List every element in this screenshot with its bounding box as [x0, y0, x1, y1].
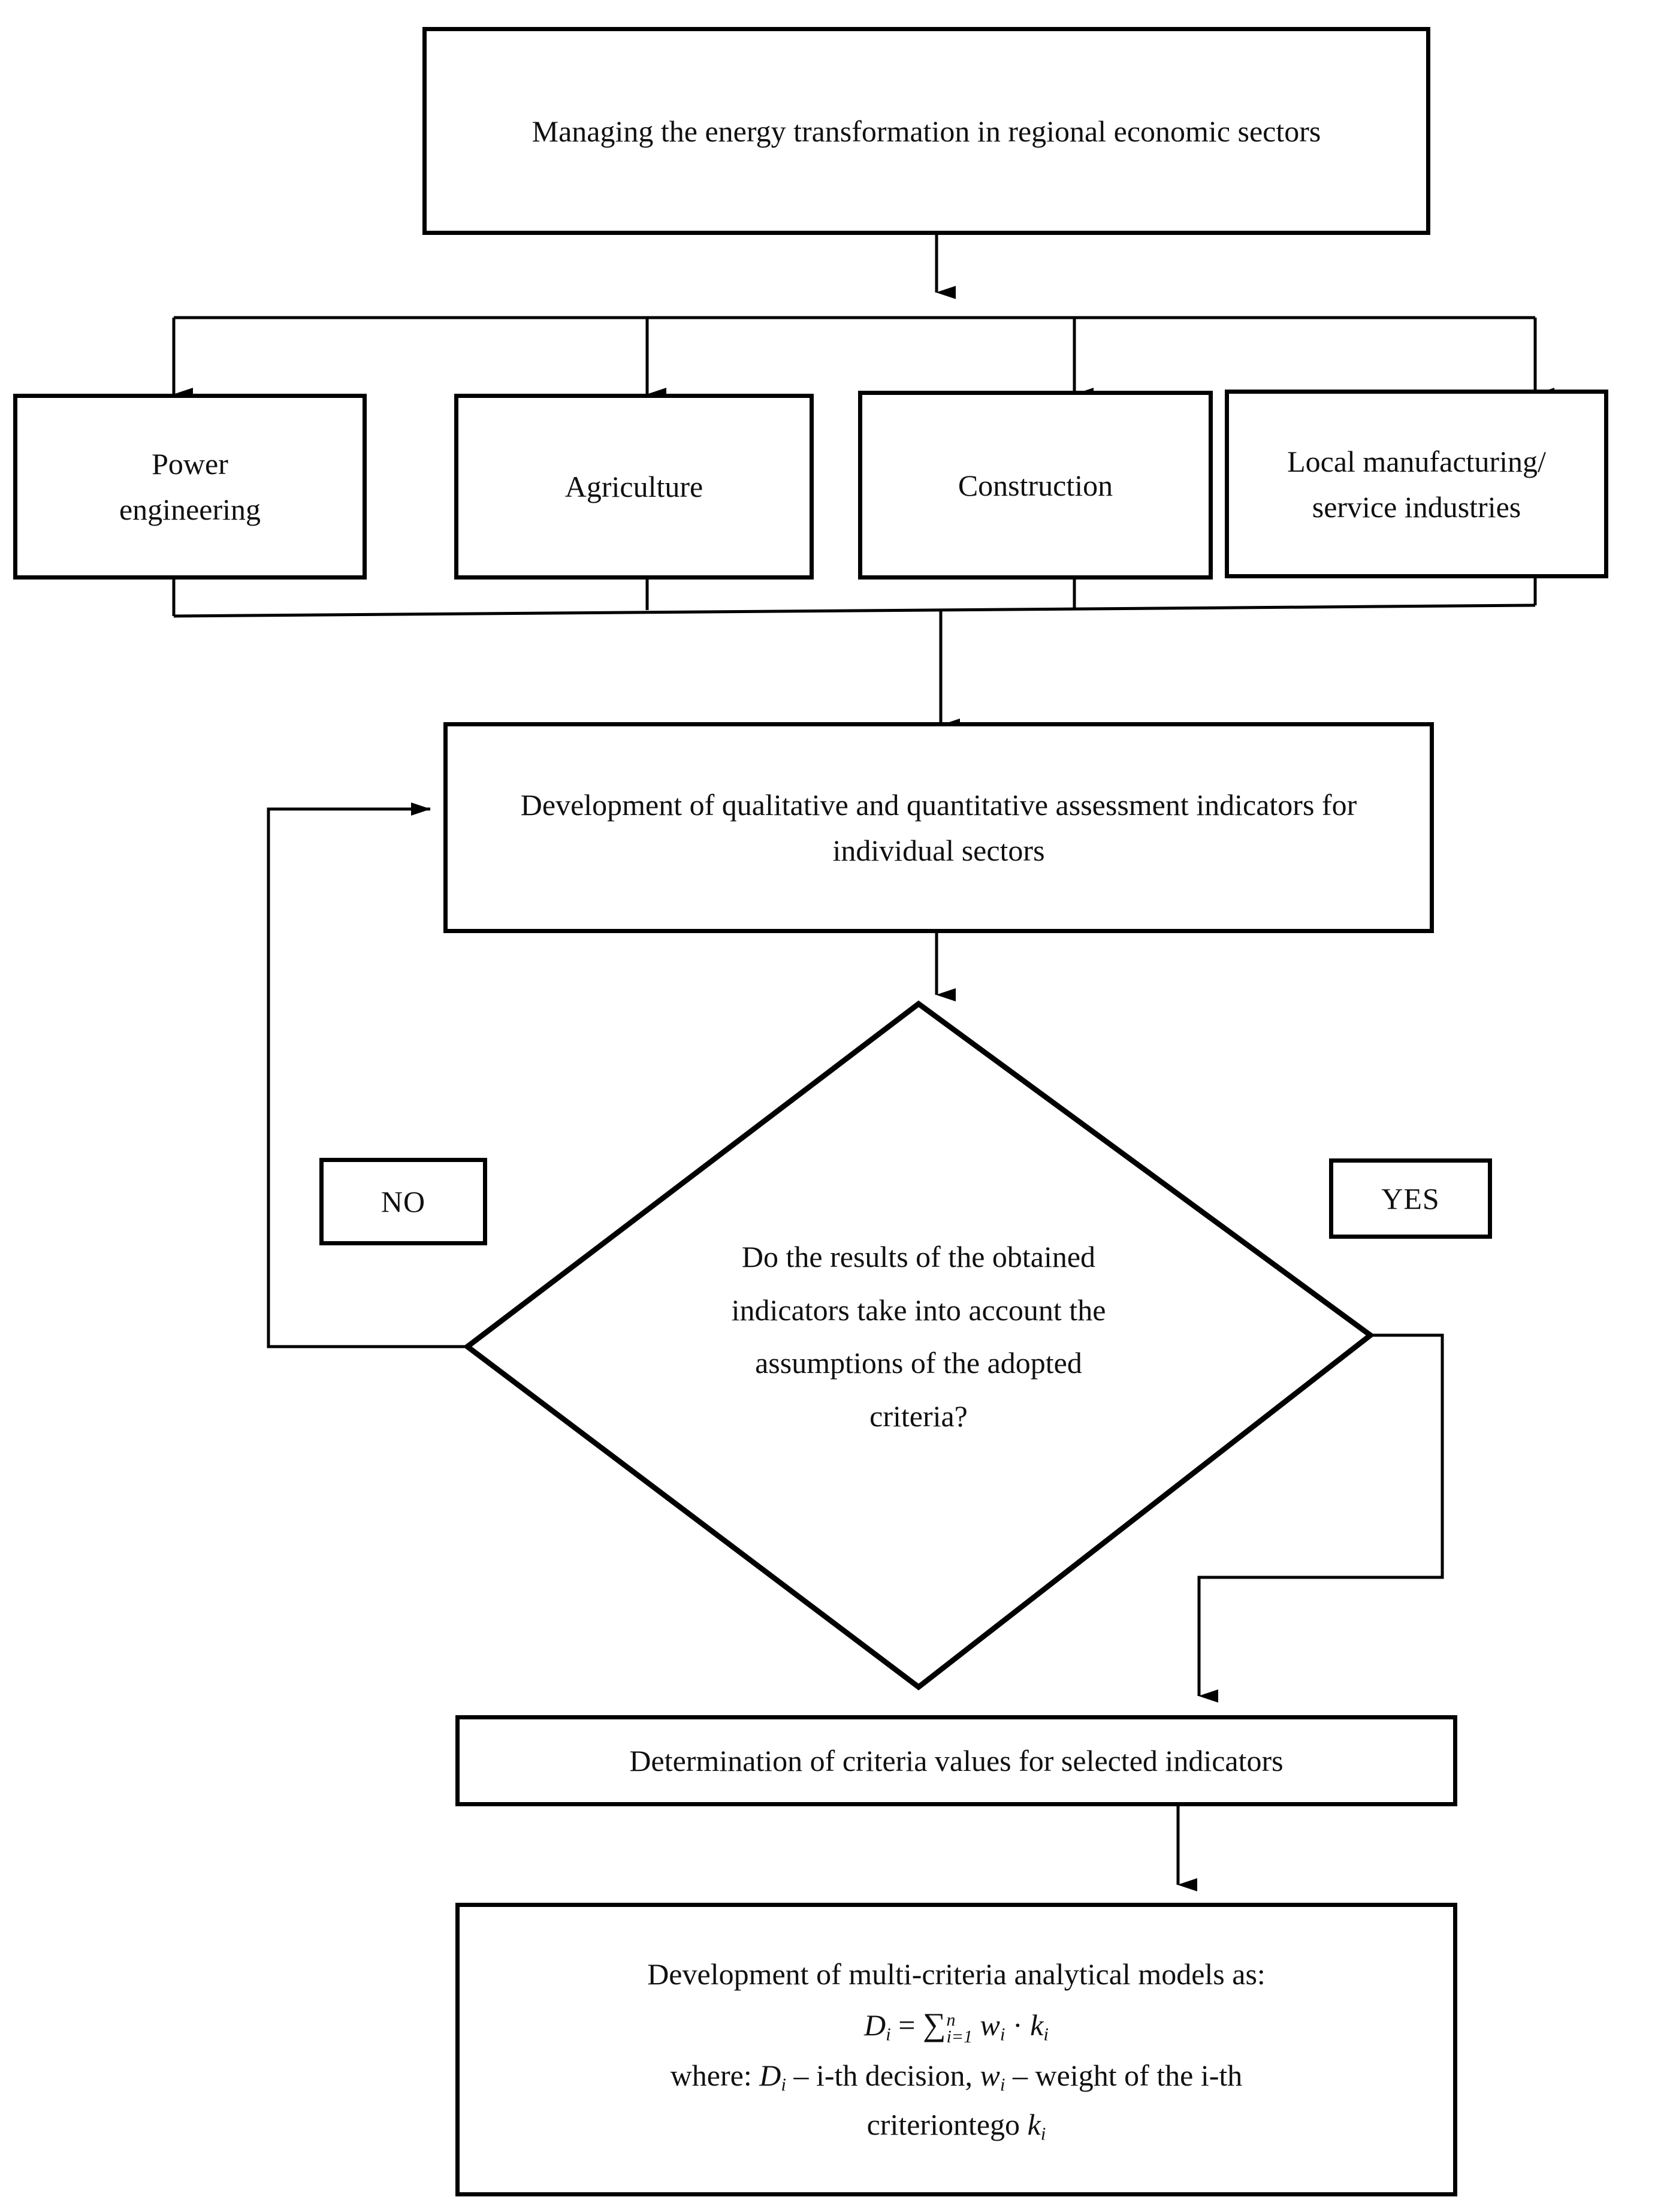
- node-local-manufacturing-label: Local manufacturing/ service industries: [1287, 444, 1546, 524]
- formula-sigma: ∑: [922, 2006, 946, 2043]
- formula-term2: k: [1030, 2008, 1044, 2042]
- merge-bus: [173, 603, 1536, 618]
- formula-lhs-sub: i: [886, 2023, 891, 2045]
- node-construction[interactable]: Construction: [858, 391, 1213, 580]
- where-last-prefix: criteriontego: [866, 2107, 1028, 2141]
- node-root[interactable]: Managing the energy transformation in re…: [422, 27, 1430, 235]
- label-no: NO: [319, 1158, 487, 1245]
- formula-operator: ·: [1013, 2008, 1023, 2042]
- model-heading: Development of multi-criteria analytical…: [647, 1957, 1266, 1991]
- edge-yes-path: [1197, 1333, 1444, 1703]
- node-determination-criteria[interactable]: Determination of criteria values for sel…: [455, 1715, 1457, 1806]
- node-development-indicators-label: Development of qualitative and quantitat…: [520, 788, 1357, 867]
- model-content: Development of multi-criteria analytical…: [647, 1951, 1266, 2148]
- node-development-indicators[interactable]: Development of qualitative and quantitat…: [443, 722, 1434, 933]
- formula-equals: =: [898, 2008, 916, 2042]
- node-power-engineering-label: Power engineering: [119, 447, 261, 526]
- node-determination-criteria-label: Determination of criteria values for sel…: [629, 1744, 1284, 1778]
- formula-sigma-upper: n: [946, 2010, 956, 2030]
- label-yes-text: YES: [1381, 1182, 1440, 1215]
- node-construction-label: Construction: [958, 468, 1113, 502]
- where-k-sub: i: [1040, 2123, 1046, 2144]
- where-d: D: [759, 2058, 781, 2092]
- node-agriculture[interactable]: Agriculture: [454, 394, 814, 580]
- node-agriculture-label: Agriculture: [564, 470, 703, 503]
- label-yes: YES: [1329, 1158, 1492, 1239]
- node-power-engineering[interactable]: Power engineering: [13, 394, 367, 580]
- node-multi-criteria-models[interactable]: Development of multi-criteria analytical…: [455, 1903, 1457, 2196]
- node-local-manufacturing[interactable]: Local manufacturing/ service industries: [1225, 390, 1608, 578]
- where-mid1: – i-th decision,: [786, 2058, 980, 2092]
- formula-lhs: D: [864, 2008, 886, 2042]
- where-mid2: – weight of the i-th: [1005, 2058, 1243, 2092]
- where-w: w: [980, 2058, 1000, 2092]
- where-prefix: where:: [670, 2058, 760, 2092]
- formula-term2-sub: i: [1043, 2023, 1049, 2045]
- formula-sigma-lower: i=1: [946, 2026, 973, 2047]
- model-where-line: where: Di – i-th decision, wi – weight o…: [671, 2053, 1243, 2099]
- where-d-sub: i: [781, 2074, 786, 2095]
- where-w-sub: i: [999, 2074, 1005, 2095]
- where-k: k: [1027, 2107, 1041, 2141]
- formula-term1: w: [980, 2008, 1000, 2042]
- label-no-text: NO: [380, 1185, 426, 1218]
- formula-term1-sub: i: [999, 2023, 1005, 2045]
- model-where-last: criteriontego ki: [867, 2102, 1046, 2148]
- node-root-label: Managing the energy transformation in re…: [532, 114, 1321, 148]
- decision-diamond: [463, 1000, 1375, 1691]
- edge-no-feedback: [267, 802, 467, 1348]
